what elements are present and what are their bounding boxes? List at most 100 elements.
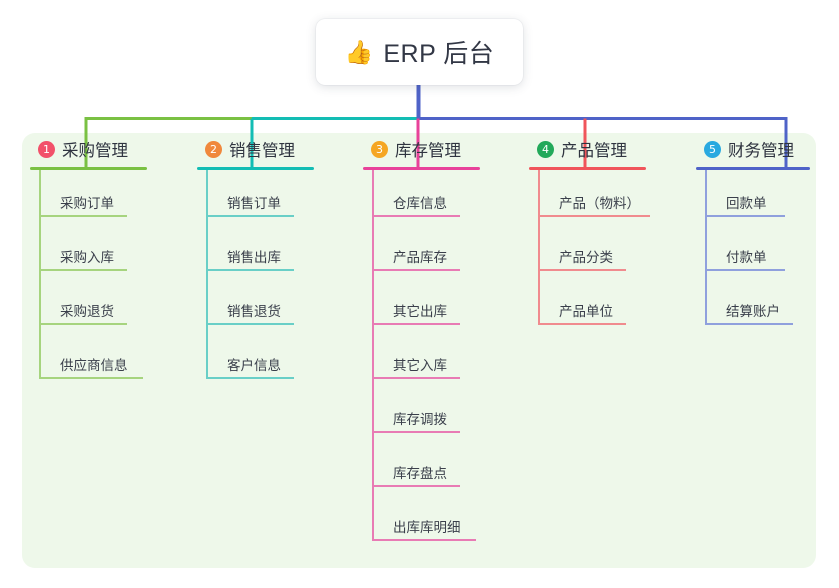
branch-item-rule	[538, 269, 626, 271]
branch-item-rule	[206, 323, 294, 325]
branch-header-rule	[363, 167, 480, 170]
branch-title: 财务管理	[728, 142, 794, 160]
branch-item-list: 产品（物料） 产品分类产品单位	[529, 170, 650, 332]
branch-number-badge: 2	[205, 140, 222, 158]
branch-header-4[interactable]: 4 产品管理	[529, 133, 646, 165]
branch-item[interactable]: 销售退货	[197, 278, 314, 332]
branch-column-2: 2 销售管理销售订单销售出库销售退货客户信息	[197, 133, 314, 386]
branch-item-label: 结算账户	[726, 304, 780, 319]
thumbs-up-icon: 👍	[344, 38, 374, 65]
branch-item-label: 库存调拨	[393, 412, 447, 427]
branch-title: 库存管理	[395, 142, 461, 160]
branch-item-label: 销售订单	[227, 196, 281, 211]
branch-spine	[538, 170, 540, 325]
branch-item[interactable]: 仓库信息	[363, 170, 480, 224]
branch-item-list: 仓库信息产品库存其它出库其它入库库存调拨库存盘点出库库明细	[363, 170, 480, 548]
branch-header-1[interactable]: 1 采购管理	[30, 133, 147, 165]
branch-item-label: 采购退货	[60, 304, 114, 319]
branch-item[interactable]: 其它入库	[363, 332, 480, 386]
root-node-card[interactable]: 👍 ERP 后台	[316, 19, 523, 85]
branch-spine	[705, 170, 707, 325]
branch-item[interactable]: 库存盘点	[363, 440, 480, 494]
branch-item-label: 出库库明细	[393, 520, 461, 535]
branch-item-rule	[206, 377, 294, 379]
root-node-title: ERP 后台	[383, 40, 495, 68]
branch-item-rule	[39, 377, 143, 379]
branch-item-label: 回款单	[726, 196, 767, 211]
branch-number-badge: 3	[371, 140, 388, 158]
branch-item[interactable]: 销售出库	[197, 224, 314, 278]
branch-header-rule	[529, 167, 646, 170]
branch-item-label: 其它出库	[393, 304, 447, 319]
branch-item[interactable]: 结算账户	[696, 278, 810, 332]
branch-spine	[206, 170, 208, 379]
branch-item-list: 销售订单销售出库销售退货客户信息	[197, 170, 314, 386]
branch-item-rule	[705, 215, 785, 217]
branch-item[interactable]: 产品（物料）	[529, 170, 650, 224]
branch-item[interactable]: 产品库存	[363, 224, 480, 278]
branch-item-list: 采购订单采购入库采购退货供应商信息	[30, 170, 147, 386]
content-panel	[22, 133, 816, 568]
branch-item[interactable]: 采购入库	[30, 224, 147, 278]
branch-item-rule	[206, 269, 294, 271]
branch-item-rule	[372, 269, 460, 271]
branch-item-label: 产品库存	[393, 250, 447, 265]
branch-column-1: 1 采购管理采购订单采购入库采购退货供应商信息	[30, 133, 147, 386]
branch-item[interactable]: 产品单位	[529, 278, 646, 332]
branch-header-rule	[30, 167, 147, 170]
branch-columns: 1 采购管理采购订单采购入库采购退货供应商信息 2 销售管理销售订单销售出库销售退货客…	[0, 133, 839, 568]
branch-header-rule	[696, 167, 810, 170]
branch-item[interactable]: 其它出库	[363, 278, 480, 332]
branch-item-rule	[372, 215, 460, 217]
branch-item-rule	[39, 215, 127, 217]
branch-item-label: 其它入库	[393, 358, 447, 373]
branch-item-rule	[372, 485, 460, 487]
branch-number-badge: 1	[38, 140, 55, 158]
branch-spine	[372, 170, 374, 541]
branch-column-4: 4 产品管理产品（物料） 产品分类产品单位	[529, 133, 650, 332]
branch-item-rule	[372, 431, 460, 433]
branch-header-3[interactable]: 3 库存管理	[363, 133, 480, 165]
branch-item-rule	[538, 215, 650, 217]
branch-number-badge: 5	[704, 140, 721, 158]
branch-column-5: 5 财务管理回款单付款单结算账户	[696, 133, 810, 332]
branch-title: 产品管理	[561, 142, 627, 160]
branch-spine	[39, 170, 41, 379]
branch-item-label: 付款单	[726, 250, 767, 265]
branch-column-3: 3 库存管理仓库信息产品库存其它出库其它入库库存调拨库存盘点出库库明细	[363, 133, 480, 548]
branch-title: 销售管理	[229, 142, 295, 160]
branch-item[interactable]: 采购订单	[30, 170, 147, 224]
branch-header-rule	[197, 167, 314, 170]
branch-number-badge: 4	[537, 140, 554, 158]
branch-item[interactable]: 采购退货	[30, 278, 147, 332]
branch-header-5[interactable]: 5 财务管理	[696, 133, 810, 165]
branch-item[interactable]: 客户信息	[197, 332, 314, 386]
branch-item-rule	[39, 269, 127, 271]
branch-item-label: 客户信息	[227, 358, 281, 373]
branch-item-rule	[538, 323, 626, 325]
branch-item-label: 产品分类	[559, 250, 613, 265]
branch-item[interactable]: 产品分类	[529, 224, 646, 278]
branch-item[interactable]: 付款单	[696, 224, 810, 278]
branch-item-label: 供应商信息	[60, 358, 128, 373]
branch-item[interactable]: 出库库明细	[363, 494, 480, 548]
branch-item-rule	[206, 215, 294, 217]
branch-item[interactable]: 回款单	[696, 170, 810, 224]
branch-item-label: 采购订单	[60, 196, 114, 211]
branch-item-label: 产品（物料）	[559, 196, 640, 211]
branch-title: 采购管理	[62, 142, 128, 160]
branch-item[interactable]: 供应商信息	[30, 332, 147, 386]
branch-item-rule	[705, 269, 785, 271]
branch-item[interactable]: 销售订单	[197, 170, 314, 224]
branch-item-list: 回款单付款单结算账户	[696, 170, 810, 332]
branch-header-2[interactable]: 2 销售管理	[197, 133, 314, 165]
branch-item-label: 仓库信息	[393, 196, 447, 211]
branch-item[interactable]: 库存调拨	[363, 386, 480, 440]
branch-item-label: 采购入库	[60, 250, 114, 265]
branch-item-label: 库存盘点	[393, 466, 447, 481]
branch-item-label: 销售退货	[227, 304, 281, 319]
branch-item-rule	[39, 323, 127, 325]
branch-item-rule	[372, 323, 460, 325]
branch-item-label: 销售出库	[227, 250, 281, 265]
